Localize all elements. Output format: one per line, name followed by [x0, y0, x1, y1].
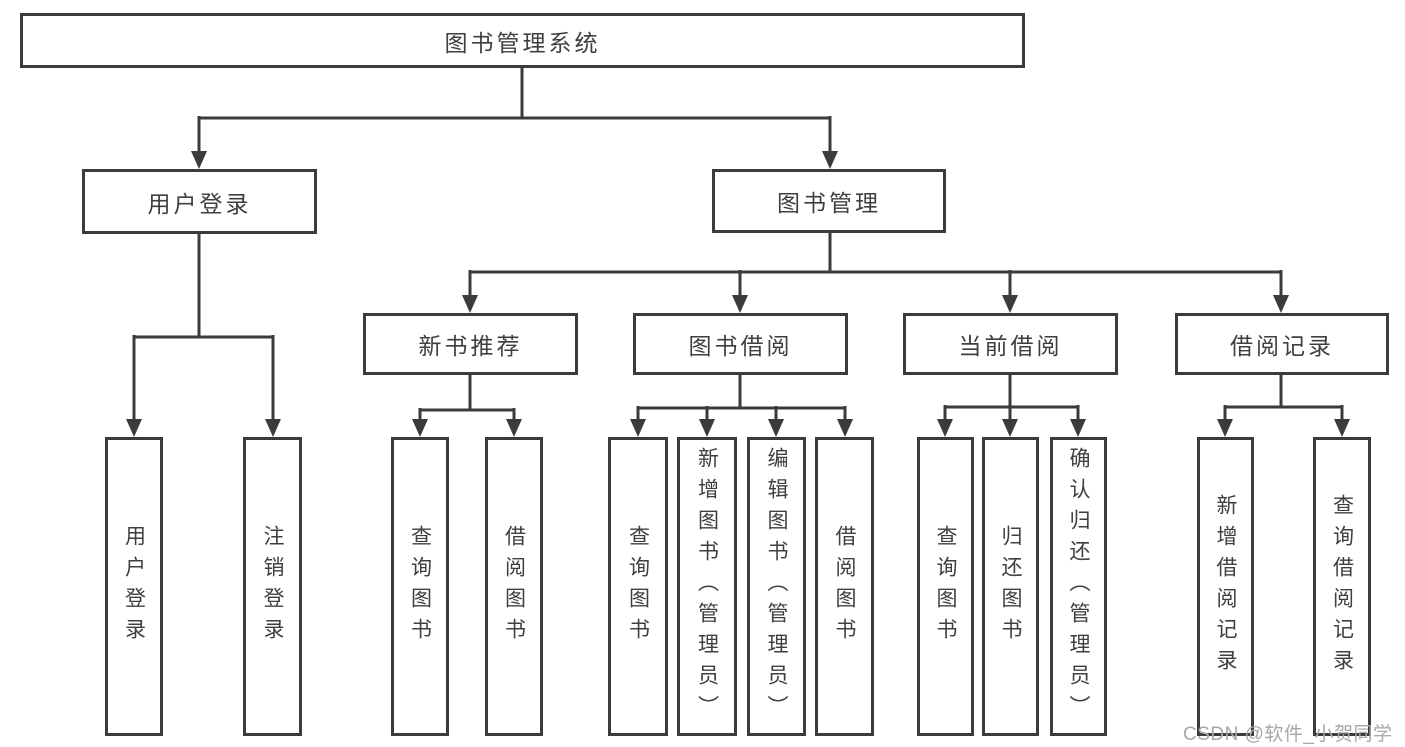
node-label: 查询图书	[934, 524, 958, 649]
node-label: 查询图书	[408, 524, 432, 649]
node-book-borrow: 图书借阅	[633, 313, 848, 375]
csdn-watermark: CSDN @软件_小贺同学	[1183, 724, 1393, 745]
node-label: 借阅图书	[833, 524, 857, 649]
connector-current-borrow-children	[937, 375, 1086, 437]
node-label: 注销登录	[261, 524, 285, 649]
connector-new-book-children	[412, 375, 522, 437]
node-label: 借阅记录	[1230, 333, 1334, 359]
node-label: 新书推荐	[418, 333, 523, 359]
connector-root-to-level2	[191, 68, 838, 169]
node-label: 图书管理	[777, 190, 881, 216]
node-label: 借阅图书	[502, 524, 526, 649]
node-label: 图书管理系统	[444, 29, 601, 56]
leaf-add-book-admin: 新增图书（管理员）	[677, 437, 737, 736]
leaf-borrow-book: 借阅图书	[485, 437, 543, 736]
node-root-library-system: 图书管理系统	[20, 13, 1025, 68]
leaf-query-book: 查询图书	[608, 437, 668, 736]
node-book-management: 图书管理	[712, 169, 946, 233]
leaf-confirm-return-admin: 确认归还（管理员）	[1050, 437, 1107, 736]
connector-book-borrow-children	[630, 375, 853, 437]
connector-borrow-record-children	[1217, 375, 1350, 437]
node-label: 确认归还（管理员）	[1067, 447, 1091, 726]
node-label: 当前借阅	[958, 333, 1063, 359]
node-label: 新增借阅记录	[1214, 493, 1238, 680]
leaf-add-borrow-record: 新增借阅记录	[1197, 437, 1254, 736]
node-label: 查询图书	[626, 524, 650, 649]
leaf-logout: 注销登录	[243, 437, 302, 736]
node-label: 用户登录	[122, 524, 146, 649]
connector-book-mgmt-children	[462, 233, 1289, 313]
leaf-borrow-book: 借阅图书	[815, 437, 874, 736]
connector-user-login-children	[126, 234, 281, 437]
node-label: 图书借阅	[688, 333, 793, 359]
leaf-query-book: 查询图书	[917, 437, 974, 736]
node-user-login: 用户登录	[82, 169, 317, 234]
node-label: 查询借阅记录	[1330, 493, 1354, 680]
node-new-book-recommend: 新书推荐	[363, 313, 578, 375]
leaf-edit-book-admin: 编辑图书（管理员）	[747, 437, 806, 736]
node-label: 归还图书	[999, 524, 1023, 649]
leaf-return-book: 归还图书	[982, 437, 1039, 736]
node-label: 新增图书（管理员）	[695, 447, 719, 726]
leaf-query-borrow-record: 查询借阅记录	[1313, 437, 1371, 736]
leaf-user-login: 用户登录	[105, 437, 163, 736]
node-label: 编辑图书（管理员）	[765, 447, 789, 726]
node-label: 用户登录	[147, 190, 252, 217]
leaf-query-book: 查询图书	[391, 437, 449, 736]
node-borrow-record: 借阅记录	[1175, 313, 1389, 375]
node-current-borrow: 当前借阅	[903, 313, 1118, 375]
